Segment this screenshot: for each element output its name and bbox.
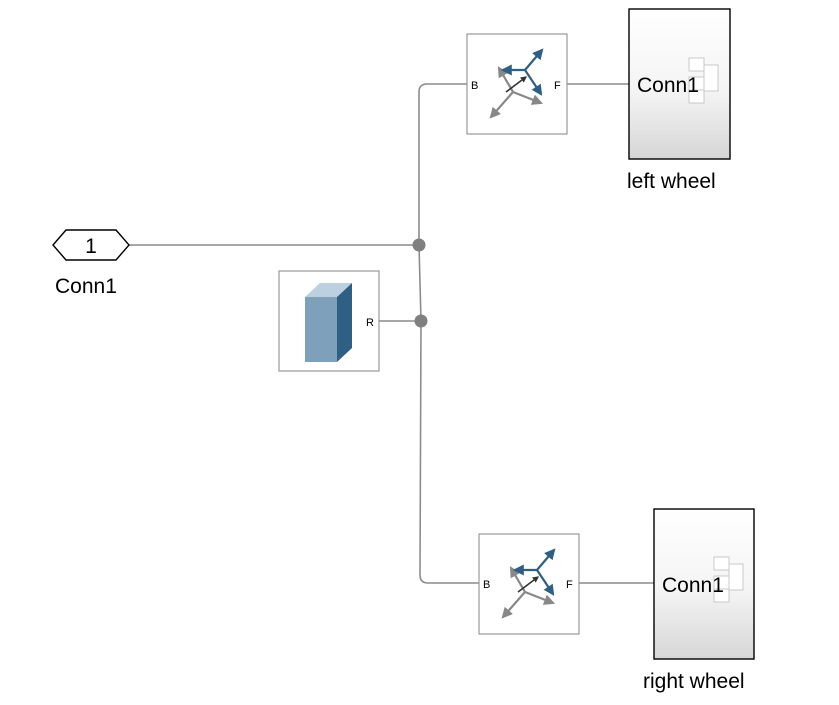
inport-label: Conn1 — [55, 275, 117, 298]
subsystem-port-icon — [713, 556, 744, 603]
rigid-transform-icon — [501, 548, 556, 619]
hexagon-inport-icon — [52, 229, 130, 261]
inport-block[interactable]: 1 — [52, 229, 130, 261]
rigid-transform-lower[interactable]: B F — [478, 533, 580, 635]
line-bus-upper[interactable] — [418, 83, 467, 245]
subsystem-port-label: Conn1 — [637, 74, 699, 97]
rigid-transform-upper[interactable]: B F — [466, 33, 568, 135]
connection-lines — [129, 83, 654, 584]
subsystem-name-left-wheel: left wheel — [627, 170, 716, 193]
line-bus-lower[interactable] — [419, 320, 479, 584]
port-label-f: F — [554, 80, 561, 92]
junction-dot — [412, 238, 426, 252]
rigid-transform-icon — [489, 48, 544, 119]
junction-dot — [414, 314, 428, 328]
subsystem-name-right-wheel: right wheel — [643, 670, 745, 693]
port-label-b: B — [483, 579, 490, 591]
inport-number: 1 — [85, 235, 97, 258]
line-bus-mid[interactable] — [418, 244, 422, 322]
port-label-f: F — [566, 579, 573, 591]
subsystem-left-wheel[interactable]: Conn1 — [628, 8, 731, 160]
subsystem-port-label: Conn1 — [662, 574, 724, 597]
port-label-r: R — [366, 317, 374, 329]
subsystem-right-wheel[interactable]: Conn1 — [653, 508, 755, 660]
subsystem-port-icon — [688, 57, 719, 104]
solid-block[interactable]: R — [278, 270, 380, 372]
solid-block-icon — [305, 283, 352, 362]
port-label-b: B — [471, 80, 478, 92]
